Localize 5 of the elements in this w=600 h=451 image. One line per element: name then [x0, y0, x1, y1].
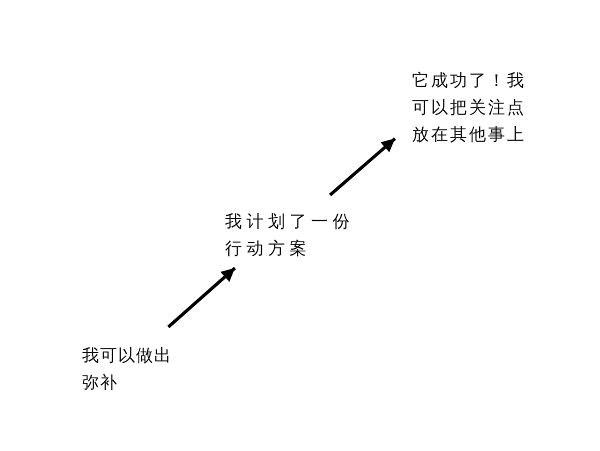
step-text: 我可以做出弥补	[82, 345, 173, 395]
arrow	[167, 266, 236, 328]
arrow	[329, 137, 396, 196]
step-text: 我计划了一份行动方案	[225, 211, 355, 261]
step-text: 它成功了！我可以把关注点放在其他事上	[412, 70, 527, 147]
